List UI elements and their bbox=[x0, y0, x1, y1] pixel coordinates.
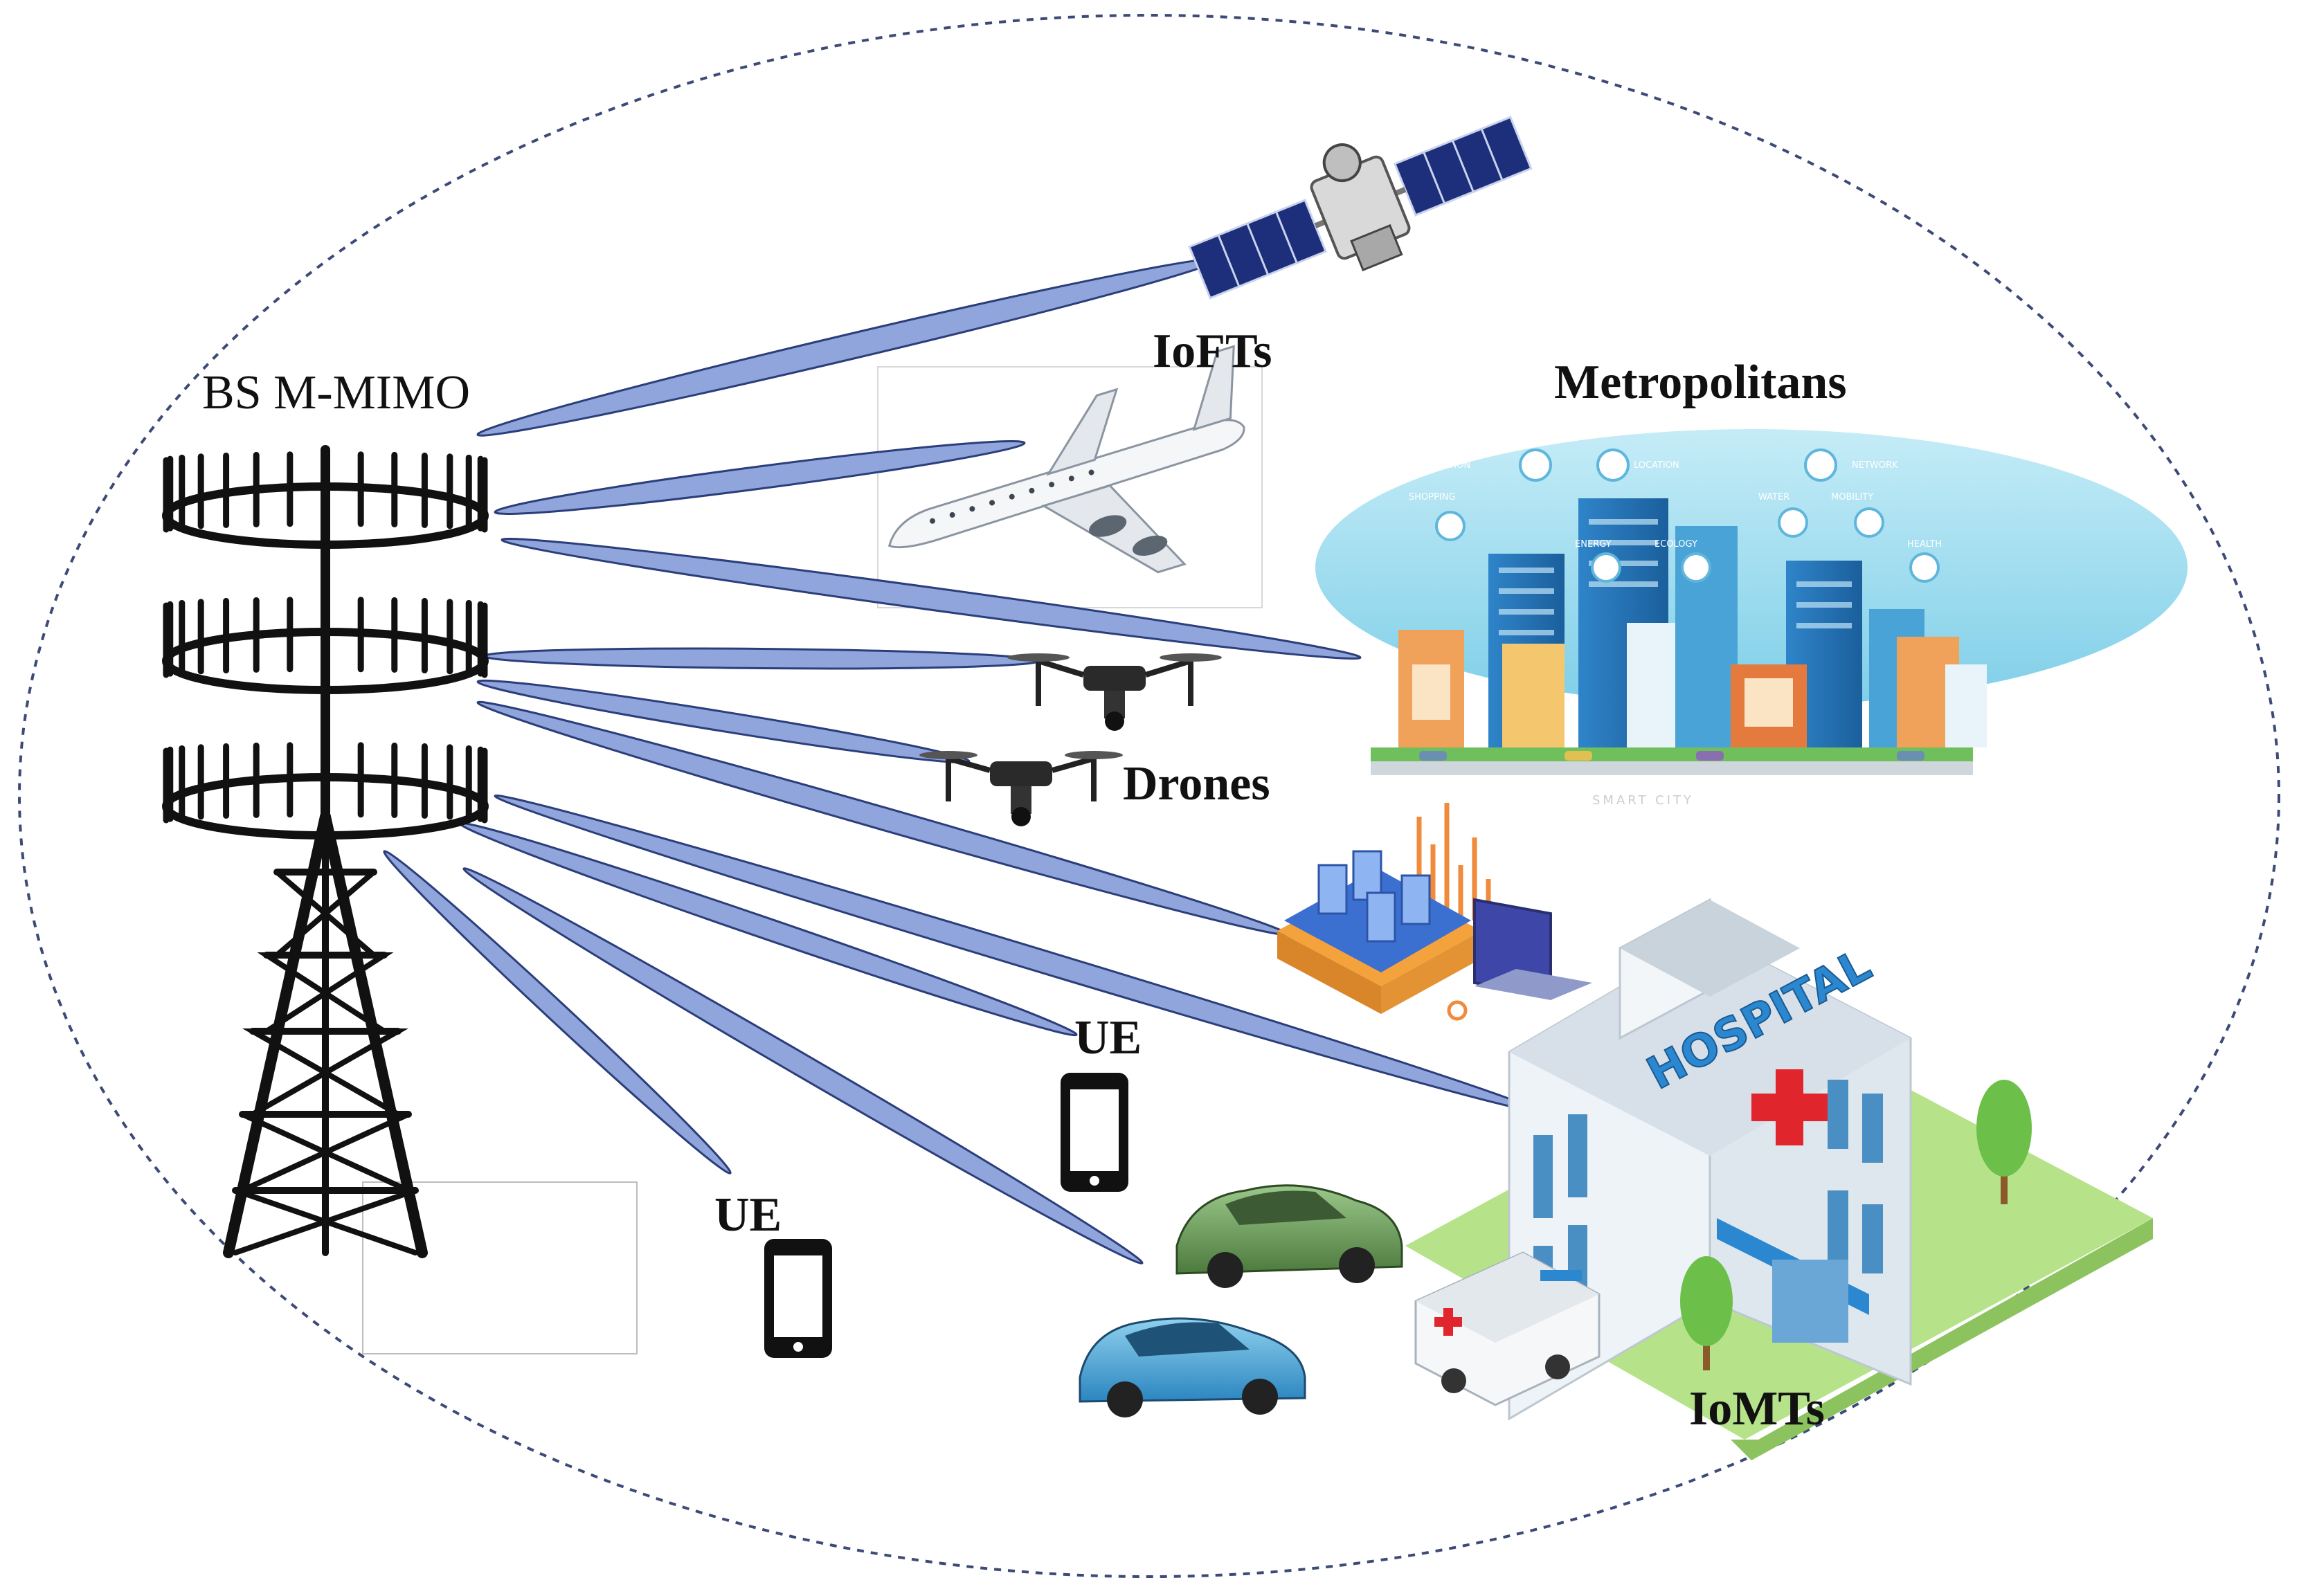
ambulance-icon bbox=[1414, 1251, 1601, 1406]
ue-label-lower: UE bbox=[714, 1188, 782, 1242]
satellite-icon bbox=[1188, 116, 1533, 300]
coverage-boundary bbox=[18, 14, 2280, 1578]
city-icon-label: NETWORK bbox=[1852, 460, 1898, 471]
hospital-icon: HOSPITAL bbox=[1405, 898, 2153, 1460]
smart-city-icon: PROTECTION LOCATION NETWORK SHOPPING WAT… bbox=[1315, 429, 2188, 808]
cell-tower-icon bbox=[162, 445, 489, 1258]
empty-placeholder-box bbox=[362, 1181, 638, 1354]
radio-beam bbox=[483, 647, 1040, 670]
radio-beam bbox=[462, 867, 1144, 1264]
airplane-icon bbox=[887, 345, 1245, 574]
radio-beam bbox=[476, 679, 971, 764]
smart-city-caption: SMART CITY bbox=[1592, 793, 1694, 808]
drone-icon bbox=[1007, 653, 1222, 731]
city-icon-label: PROTECTION bbox=[1412, 460, 1470, 471]
radio-beam bbox=[383, 850, 732, 1175]
drone-icon bbox=[919, 751, 1123, 826]
city-icon-label: HEALTH bbox=[1907, 539, 1942, 550]
car-icon bbox=[1079, 1317, 1306, 1417]
ioft-label: IoFTs bbox=[1153, 325, 1272, 378]
metropolitans-label: Metropolitans bbox=[1554, 356, 1847, 409]
city-icon-label: ECOLOGY bbox=[1655, 539, 1697, 550]
car-icon bbox=[1175, 1184, 1403, 1288]
city-icon-label: ENERGY bbox=[1575, 539, 1612, 550]
city-icon-label: MOBILITY bbox=[1831, 492, 1873, 502]
tree-icon bbox=[1976, 1080, 2032, 1204]
smartphone-icon bbox=[764, 1239, 832, 1358]
ue-label-upper: UE bbox=[1074, 1011, 1142, 1064]
city-icon-label: WATER bbox=[1758, 492, 1789, 502]
drones-label: Drones bbox=[1123, 757, 1270, 810]
tree-icon bbox=[1680, 1256, 1733, 1370]
smartphone-icon bbox=[1061, 1073, 1128, 1192]
city-icon-label: LOCATION bbox=[1634, 460, 1679, 471]
iomt-label: IoMTs bbox=[1689, 1382, 1825, 1435]
server-laptop-icon bbox=[1277, 803, 1592, 1021]
radio-beam bbox=[501, 538, 1362, 660]
city-icon-label: SHOPPING bbox=[1409, 492, 1456, 502]
base-station-label: BS M-MIMO bbox=[202, 366, 470, 419]
beam-group bbox=[383, 257, 1538, 1264]
radio-beam bbox=[494, 440, 1026, 515]
